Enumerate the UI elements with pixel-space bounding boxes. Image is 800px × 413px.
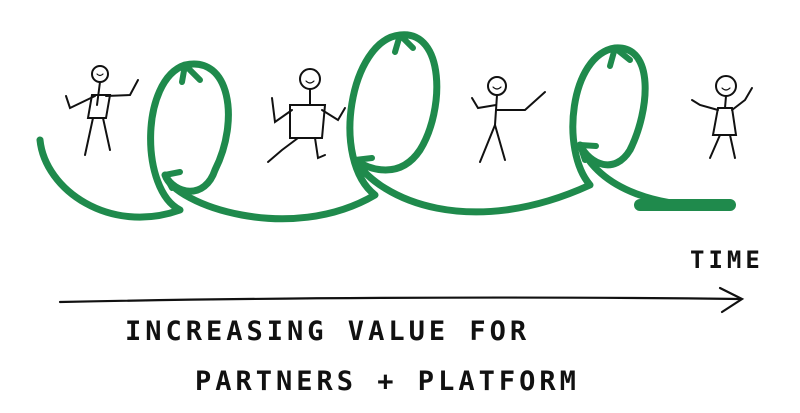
stick-figure-2 <box>267 68 346 163</box>
loop-arrow-1 <box>179 62 203 85</box>
time-axis <box>58 286 745 314</box>
growth-loops <box>36 31 736 223</box>
stick-figure-1 <box>65 65 139 156</box>
loop-arrow-2 <box>392 32 416 55</box>
loop-arrow-6 <box>577 142 599 163</box>
stick-figure-3 <box>471 76 546 163</box>
loop-arrow-3 <box>607 45 633 69</box>
stick-figure-4 <box>691 75 753 159</box>
time-axis-arrowhead <box>718 286 745 314</box>
loop-path <box>36 31 734 223</box>
time-label: TIME <box>690 246 764 274</box>
caption-line-2: PARTNERS + PLATFORM <box>195 366 580 397</box>
caption-line-1: INCREASING VALUE FOR <box>125 316 530 347</box>
loop-arrow-5 <box>352 155 375 175</box>
time-axis-line <box>58 296 742 304</box>
loop-arrow-4 <box>162 169 183 191</box>
